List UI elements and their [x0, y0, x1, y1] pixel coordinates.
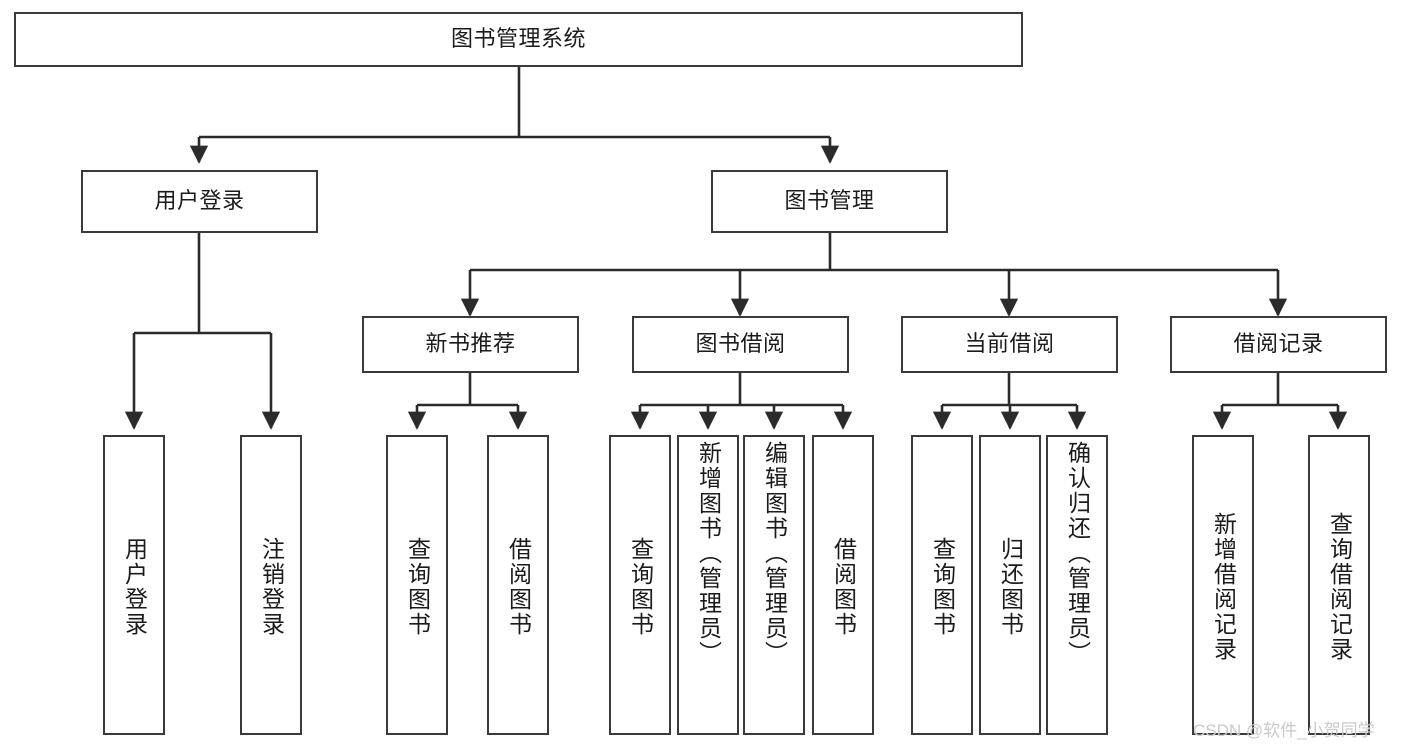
node-leaf-query-book-new-label: 查询图书	[404, 537, 431, 637]
node-book-management[interactable]: 图书管理	[711, 170, 948, 233]
node-root-book-management-system[interactable]: 图书管理系统	[14, 12, 1023, 67]
node-new-book-recommendation-label: 新书推荐	[425, 331, 516, 357]
node-leaf-confirm-return-admin-label: 确认归还（管理员）	[1064, 441, 1091, 666]
node-current-borrowing-label: 当前借阅	[964, 331, 1055, 357]
node-leaf-return-book[interactable]: 归还图书	[979, 435, 1041, 735]
node-root-label: 图书管理系统	[450, 26, 586, 52]
watermark-text: CSDN @软件_小贺同学	[1193, 721, 1375, 740]
node-user-login[interactable]: 用户登录	[81, 170, 318, 233]
node-leaf-user-login[interactable]: 用户登录	[103, 435, 165, 735]
node-borrowing-record[interactable]: 借阅记录	[1170, 316, 1387, 373]
node-leaf-borrow-book-new-label: 借阅图书	[505, 537, 532, 637]
node-leaf-add-book-admin-label: 新增图书（管理员）	[695, 441, 722, 666]
node-leaf-edit-book-admin[interactable]: 编辑图书（管理员）	[743, 435, 805, 735]
node-leaf-query-book-new[interactable]: 查询图书	[386, 435, 448, 735]
node-leaf-add-borrow-record[interactable]: 新增借阅记录	[1192, 435, 1254, 735]
node-leaf-user-login-label: 用户登录	[121, 537, 148, 637]
node-leaf-return-book-label: 归还图书	[997, 537, 1024, 637]
node-leaf-borrow-book[interactable]: 借阅图书	[812, 435, 874, 735]
node-leaf-query-borrow-record-label: 查询借阅记录	[1326, 512, 1353, 662]
node-book-management-label: 图书管理	[784, 188, 875, 214]
node-leaf-query-book-current[interactable]: 查询图书	[911, 435, 973, 735]
node-leaf-query-borrow-record[interactable]: 查询借阅记录	[1308, 435, 1370, 735]
node-leaf-logout-label: 注销登录	[258, 537, 285, 637]
node-new-book-recommendation[interactable]: 新书推荐	[362, 316, 579, 373]
node-leaf-add-borrow-record-label: 新增借阅记录	[1210, 512, 1237, 662]
node-book-borrowing[interactable]: 图书借阅	[632, 316, 849, 373]
node-leaf-confirm-return-admin[interactable]: 确认归还（管理员）	[1046, 435, 1108, 735]
node-leaf-borrow-book-label: 借阅图书	[830, 537, 857, 637]
node-borrowing-record-label: 借阅记录	[1233, 331, 1324, 357]
node-user-login-label: 用户登录	[154, 188, 245, 214]
node-leaf-borrow-book-new[interactable]: 借阅图书	[487, 435, 549, 735]
node-leaf-query-book-current-label: 查询图书	[929, 537, 956, 637]
node-leaf-edit-book-admin-label: 编辑图书（管理员）	[761, 441, 788, 666]
node-leaf-add-book-admin[interactable]: 新增图书（管理员）	[677, 435, 739, 735]
node-leaf-query-book-borrow[interactable]: 查询图书	[609, 435, 671, 735]
node-leaf-query-book-borrow-label: 查询图书	[627, 537, 654, 637]
node-current-borrowing[interactable]: 当前借阅	[901, 316, 1118, 373]
node-book-borrowing-label: 图书借阅	[695, 331, 786, 357]
node-leaf-logout[interactable]: 注销登录	[240, 435, 302, 735]
